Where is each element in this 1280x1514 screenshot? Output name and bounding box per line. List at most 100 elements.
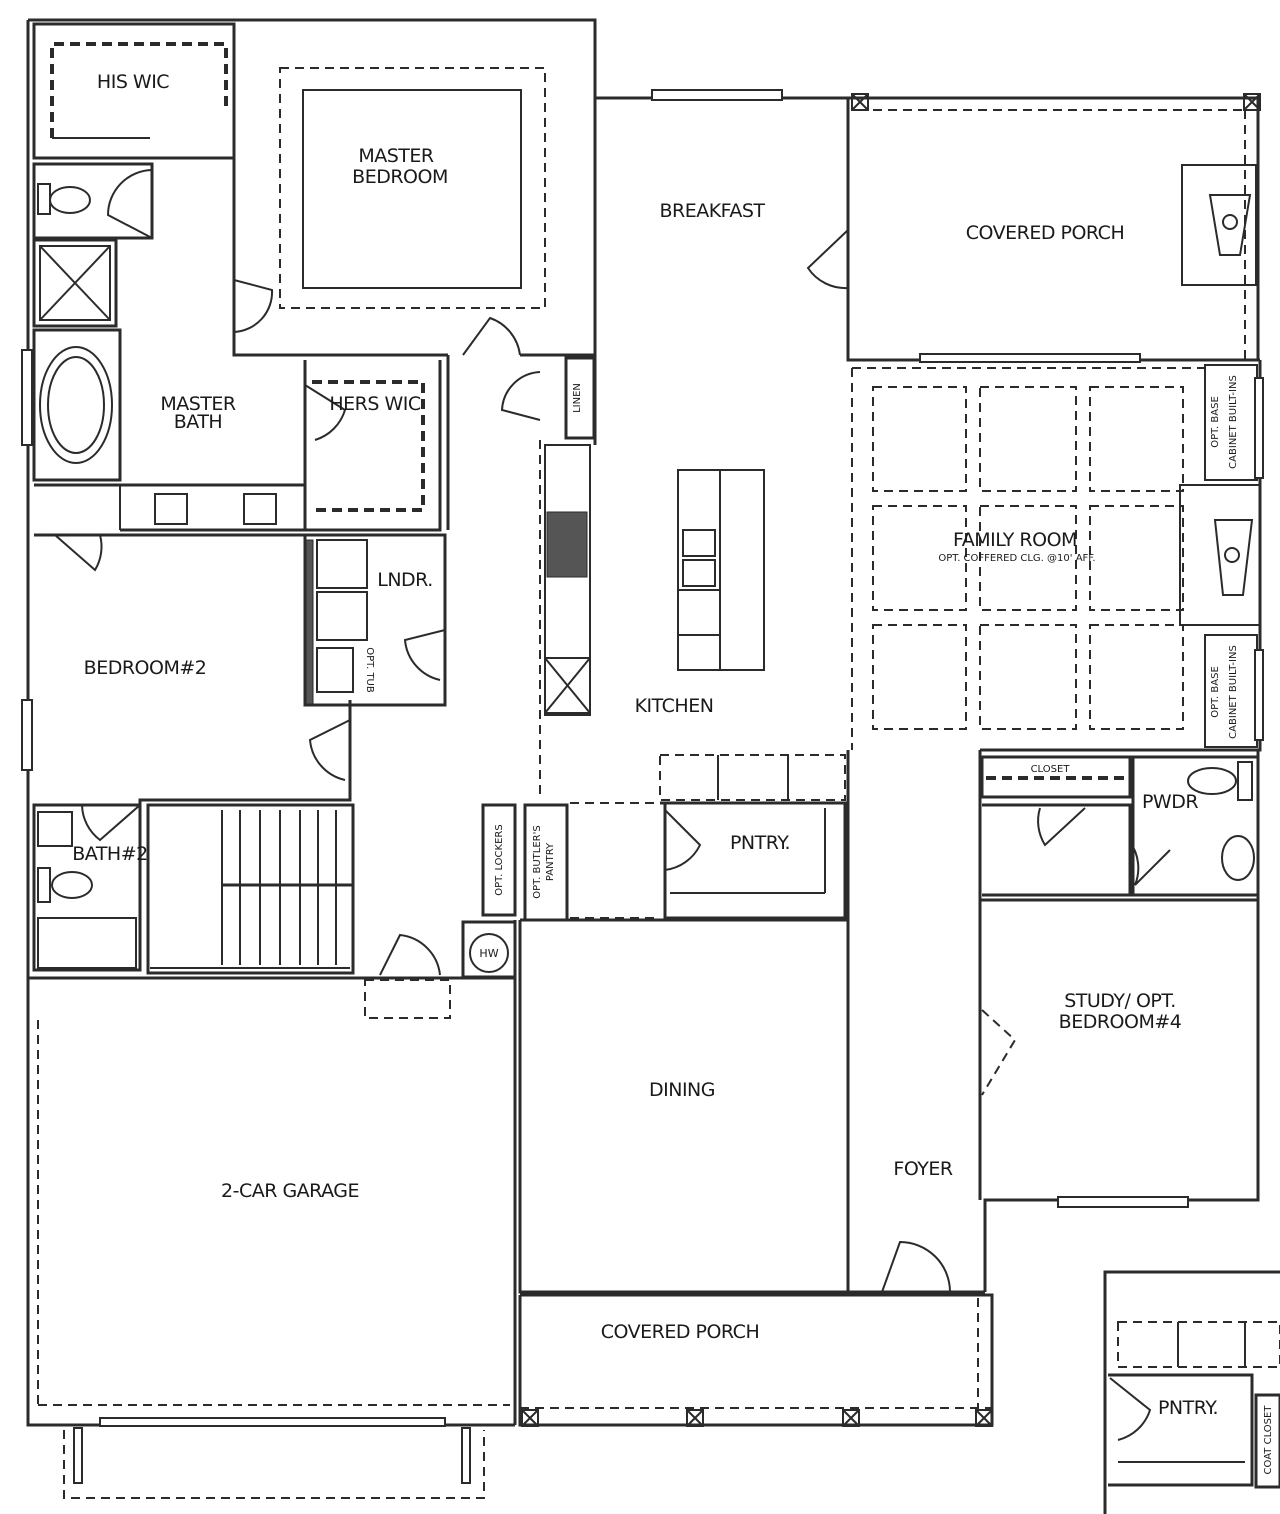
garage-door-opening[interactable] — [99, 1417, 446, 1427]
washer-icon — [316, 591, 368, 641]
opt-base-label-bottom: OPT. BASE — [1210, 666, 1221, 718]
opt-base-label-top: OPT. BASE — [1210, 396, 1221, 448]
study-french-doors[interactable] — [981, 1009, 1017, 1096]
master-bath-room: MASTER BATH — [32, 328, 305, 532]
garage-steps — [364, 979, 451, 1019]
shower-icon — [39, 245, 111, 321]
master-bedroom-label-line1: MASTER — [358, 145, 434, 167]
hw-label: HW — [479, 947, 498, 960]
range-icon — [546, 511, 588, 578]
kitchen-room: KITCHEN — [539, 440, 846, 801]
bedroom-2-door[interactable] — [54, 534, 103, 572]
sink-icon — [243, 493, 277, 525]
master-bedroom-room: MASTER BEDROOM — [232, 24, 595, 357]
wc-door[interactable] — [106, 169, 153, 239]
covered-porch-front-label: COVERED PORCH — [601, 1321, 760, 1343]
breakfast-door[interactable] — [806, 229, 849, 290]
hers-wic-room: HERS WIC — [303, 360, 442, 532]
foyer-label: FOYER — [893, 1158, 952, 1180]
hers-wic-door[interactable] — [304, 384, 347, 441]
bathtub-icon — [37, 917, 137, 969]
sink-icon — [37, 811, 73, 847]
pantry-label: PNTRY. — [730, 832, 790, 854]
alt-pantry-door[interactable] — [1109, 1377, 1152, 1441]
staircase — [146, 803, 355, 975]
opt-tub-label: OPT. TUB — [364, 647, 375, 693]
window — [21, 349, 33, 446]
closet-door[interactable] — [1037, 807, 1086, 847]
covered-porch-rear-label: COVERED PORCH — [966, 222, 1125, 244]
breakfast-room: BREAKFAST — [651, 89, 849, 290]
closet-label: CLOSET — [1031, 764, 1071, 775]
his-wic-room: HIS WIC — [32, 22, 236, 160]
front-door[interactable] — [881, 1240, 951, 1293]
study-room: STUDY/ OPT. BEDROOM#4 — [978, 750, 1258, 1208]
rear-covered-porch: COVERED PORCH — [851, 93, 1261, 360]
fireplace-icon — [1179, 484, 1261, 626]
master-bath-label-line1: MASTER — [160, 393, 236, 415]
family-room: OPT. BASE CABINET BUILT-INS OPT. BASE CA… — [851, 353, 1264, 750]
opt-lockers-label: OPT. LOCKERS — [494, 824, 505, 895]
master-bedroom-door[interactable] — [233, 279, 274, 333]
laundry-label: LNDR. — [377, 569, 433, 591]
coat-closet-label: COAT CLOSET — [1263, 1405, 1274, 1475]
his-wic-label: HIS WIC — [97, 71, 169, 93]
garage-label: 2-CAR GARAGE — [221, 1180, 359, 1202]
window — [919, 353, 1141, 363]
sink-icon — [154, 493, 188, 525]
master-bedroom-entry-door[interactable] — [462, 316, 521, 356]
powder-door[interactable] — [1129, 841, 1171, 886]
hall-door[interactable] — [308, 719, 351, 781]
linen-label: LINEN — [572, 383, 583, 413]
foyer-room: FOYER — [881, 1158, 953, 1293]
front-covered-porch: COVERED PORCH — [518, 1293, 994, 1427]
linen-door[interactable] — [500, 371, 541, 421]
coffered-ceiling-grid — [872, 386, 1184, 730]
refrigerator-icon — [544, 657, 591, 714]
laundry-door[interactable] — [403, 629, 446, 681]
garage-door[interactable] — [379, 933, 441, 976]
utility-tub-icon — [316, 647, 354, 693]
fireplace-icon — [1181, 164, 1257, 286]
garage-room: 2-CAR GARAGE — [28, 976, 515, 1499]
sink-icon — [1221, 835, 1255, 881]
utility-hall: HW OPT. LOCKERS OPT. BUTLER'S PANTRY — [364, 802, 660, 1019]
pantry-door[interactable] — [664, 809, 702, 871]
dryer-icon — [316, 539, 368, 589]
alt-pantry-label: PNTRY. — [1158, 1397, 1218, 1419]
family-room-note: OPT. COFFERED CLG. @10' AFF. — [938, 553, 1095, 564]
opt-butlers-label-line2: PANTRY — [545, 842, 556, 881]
dining-room: DINING — [649, 920, 849, 1290]
cabinet-built-ins-label-top: CABINET BUILT-INS — [1228, 375, 1239, 469]
pantry-room: PNTRY. — [660, 801, 847, 920]
study-label-line1: STUDY/ OPT. — [1064, 990, 1176, 1012]
window — [21, 699, 33, 771]
closet-powder: CLOSET PWDR — [980, 755, 1260, 897]
hers-wic-label: HERS WIC — [329, 393, 420, 415]
laundry-room: LNDR. OPT. TUB — [303, 533, 447, 707]
cabinet-built-ins-label-bottom: CABINET BUILT-INS — [1228, 645, 1239, 739]
breakfast-label: BREAKFAST — [659, 200, 765, 222]
bath-2-door[interactable] — [81, 804, 141, 842]
bath-2-label: BATH#2 — [72, 843, 147, 865]
water-heater-icon — [469, 933, 509, 973]
alt-pantry-inset: PNTRY. COAT CLOSET — [1103, 1270, 1280, 1514]
window — [1254, 377, 1264, 479]
toilet-icon — [49, 186, 91, 214]
kitchen-label: KITCHEN — [635, 695, 714, 717]
window — [1057, 1196, 1189, 1208]
porch-columns — [521, 1409, 993, 1427]
master-wc — [32, 162, 154, 328]
toilet-icon — [51, 871, 93, 899]
bedroom-2-label: BEDROOM#2 — [84, 657, 207, 679]
opt-butlers-label-line1: OPT. BUTLER'S — [532, 825, 543, 898]
study-label-line2: BEDROOM#4 — [1059, 1011, 1182, 1033]
dining-label: DINING — [649, 1079, 715, 1101]
sink-icon — [682, 529, 716, 557]
master-bedroom-label-line2: BEDROOM — [352, 166, 448, 188]
linen-closet: LINEN — [446, 355, 596, 530]
bath-2-room: BATH#2 — [32, 803, 148, 972]
powder-label: PWDR — [1142, 791, 1198, 813]
window — [651, 89, 783, 101]
